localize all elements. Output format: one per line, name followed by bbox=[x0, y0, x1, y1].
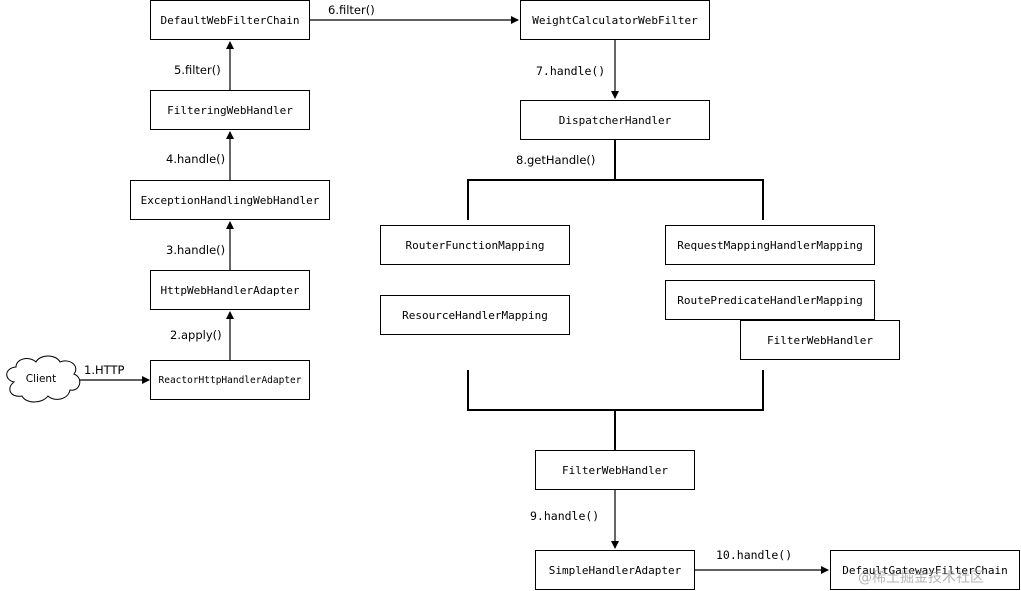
http-web-handler-adapter-box: HttpWebHandlerAdapter bbox=[150, 270, 310, 310]
exception-handling-web-handler-box: ExceptionHandlingWebHandler bbox=[130, 180, 330, 220]
edge-3-label: 3.handle() bbox=[166, 243, 226, 257]
edge-6-label: 6.filter() bbox=[328, 3, 375, 17]
router-function-mapping-box: RouterFunctionMapping bbox=[380, 225, 570, 265]
client-label: Client bbox=[25, 373, 57, 385]
edge-5-label: 5.filter() bbox=[174, 63, 221, 77]
watermark: @稀土掘金技术社区 bbox=[858, 570, 984, 586]
top-bracket bbox=[467, 179, 764, 220]
request-mapping-handler-mapping-box: RequestMappingHandlerMapping bbox=[665, 225, 875, 265]
bottom-bracket bbox=[467, 370, 764, 411]
filter-web-handler-box: FilterWebHandler bbox=[535, 450, 695, 490]
filter-web-handler-inner-box: FilterWebHandler bbox=[740, 320, 900, 360]
edge-8-label: 8.getHandle() bbox=[516, 153, 596, 167]
simple-handler-adapter-box: SimpleHandlerAdapter bbox=[535, 550, 695, 590]
edge-1-label: 1.HTTP bbox=[84, 363, 125, 377]
weight-calculator-web-filter-box: WeightCalculatorWebFilter bbox=[520, 0, 710, 40]
client-cloud bbox=[6, 355, 81, 403]
default-gateway-filter-chain-box: DefaultGatewayFilterChain bbox=[830, 550, 1020, 590]
edge-4-label: 4.handle() bbox=[166, 152, 226, 166]
edge-10-label: 10.handle() bbox=[716, 548, 793, 562]
reactor-http-handler-adapter-box: ReactorHttpHandlerAdapter bbox=[150, 360, 310, 400]
default-web-filter-chain-box: DefaultWebFilterChain bbox=[150, 0, 310, 40]
edge-2-label: 2.apply() bbox=[170, 328, 222, 342]
edge-9-label: 9.handle() bbox=[530, 509, 600, 523]
dispatcher-handler-box: DispatcherHandler bbox=[520, 100, 710, 140]
edge-7-label: 7.handle() bbox=[536, 64, 606, 78]
filtering-web-handler-box: FilteringWebHandler bbox=[150, 90, 310, 130]
route-predicate-handler-mapping-box: RoutePredicateHandlerMapping bbox=[665, 280, 875, 320]
resource-handler-mapping-box: ResourceHandlerMapping bbox=[380, 295, 570, 335]
